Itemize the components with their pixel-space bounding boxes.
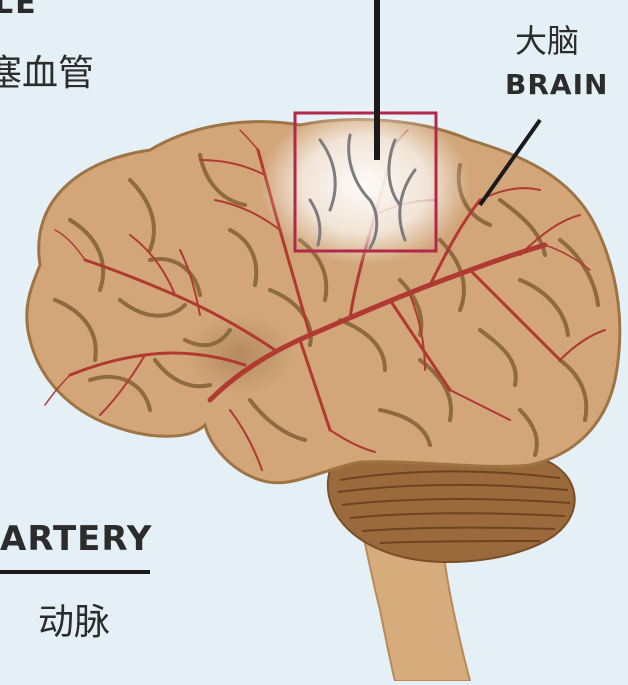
artery-label-zh: 动脉 xyxy=(38,593,110,645)
artery-label-en: ARTERY xyxy=(0,519,152,559)
affected-area-glow xyxy=(260,105,470,265)
blocked-vessel-label-zh: 塞血管 xyxy=(0,44,94,96)
brain-label-zh: 大脑 xyxy=(515,16,579,62)
brain-label-en: BRAIN xyxy=(505,68,608,101)
blocked-vessel-label-en: LE xyxy=(0,0,38,21)
